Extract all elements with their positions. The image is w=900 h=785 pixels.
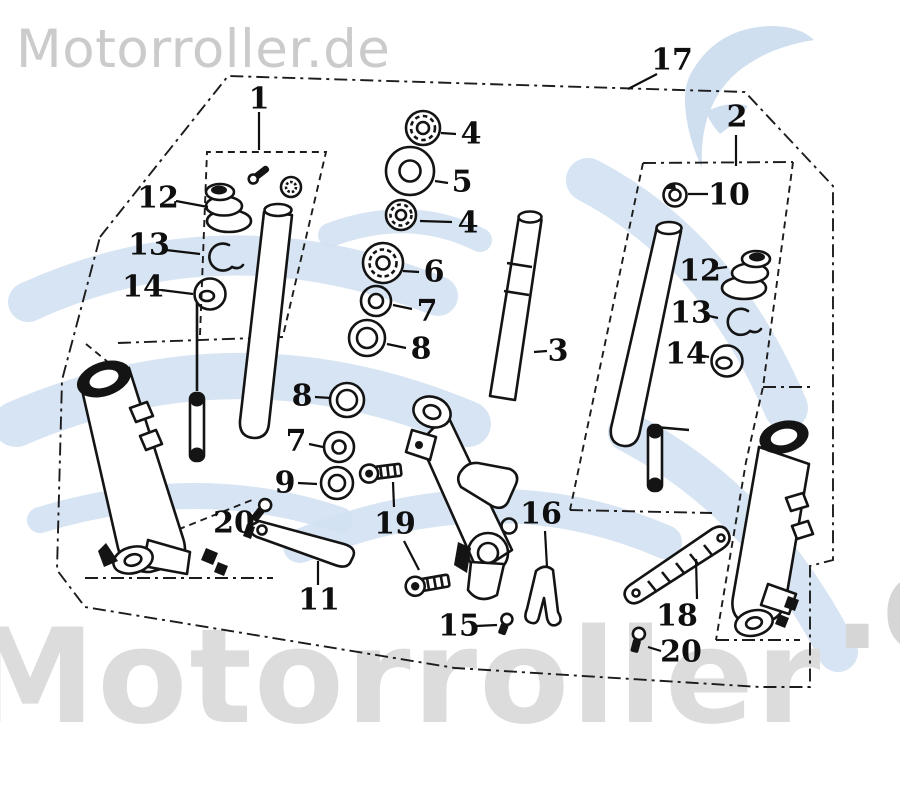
- steering-nut-top-4: [404, 109, 442, 147]
- watermark-top-text: Motorroller.de: [16, 19, 390, 80]
- part-number-label: 7: [286, 424, 307, 459]
- leader-line: [694, 558, 699, 600]
- leader-line: [475, 623, 498, 628]
- leader-line: [314, 395, 332, 400]
- screw-20-right: [630, 626, 647, 653]
- part-number-label: 4: [461, 117, 482, 152]
- leader-line: [391, 481, 396, 508]
- race-ring-9: [319, 465, 355, 501]
- part-number-label: 12: [679, 254, 721, 289]
- part-number-label: 11: [298, 583, 340, 618]
- steering-stem-3: [404, 210, 543, 601]
- watermark-right-fragment-text: .de: [833, 530, 900, 679]
- part-number-label: 16: [520, 497, 562, 532]
- leader-line: [386, 342, 407, 350]
- left-top-bolt: [247, 165, 303, 199]
- leader-line: [402, 269, 420, 274]
- part-number-label: 9: [275, 466, 296, 501]
- part-number-label: 12: [137, 181, 179, 216]
- pinch-bolt-lower-19: [404, 573, 451, 598]
- left-oil-seal-14: [193, 277, 227, 311]
- left-fork-tube: [238, 202, 294, 440]
- part-number-label: 20: [213, 506, 255, 541]
- leader-line: [533, 349, 548, 354]
- right-fork-slider: [731, 420, 815, 638]
- part-number-label: 5: [452, 165, 473, 200]
- dust-seal-upper-8: [347, 318, 387, 358]
- part-number-label: 3: [548, 334, 569, 369]
- part-number-label: 8: [411, 332, 432, 367]
- stay-rod-18: [623, 525, 731, 605]
- bearing-race-lower-7: [322, 430, 356, 464]
- watermark-bird-top-right: [684, 26, 814, 168]
- pinch-bolt-upper-19: [358, 462, 403, 484]
- screw-20-left: [251, 497, 273, 522]
- right-rebound-pin: [646, 423, 690, 493]
- leader-line: [627, 73, 658, 90]
- right-fork-tube: [609, 220, 683, 448]
- washer-5: [384, 145, 436, 197]
- leader-line: [434, 179, 449, 185]
- right-dust-boot-12: [720, 249, 772, 301]
- steering-nut-lower-4: [384, 198, 418, 232]
- ball-bearing-6: [361, 241, 405, 285]
- part-number-label: 19: [374, 507, 416, 542]
- leader-line: [704, 313, 719, 320]
- part-number-label: 15: [438, 609, 480, 644]
- leader-line: [175, 199, 209, 209]
- leader-line: [647, 645, 662, 653]
- part-number-label: 8: [292, 379, 313, 414]
- part-number-label: 18: [656, 599, 698, 634]
- left-fork-box: [199, 151, 328, 337]
- right-fork-box: [569, 161, 794, 641]
- part-number-label: 1: [249, 82, 270, 117]
- part-number-label: 7: [417, 294, 438, 329]
- part-number-label: 13: [670, 296, 712, 331]
- part-number-label: 10: [708, 178, 750, 213]
- leader-line: [392, 303, 413, 311]
- right-circlip-13: [726, 307, 763, 337]
- leader-line: [297, 481, 318, 486]
- keeper-pin-15: [498, 612, 514, 636]
- part-number-label: 17: [651, 43, 693, 78]
- leader-line: [440, 131, 457, 136]
- part-number-callouts: 1234546781213141710121314879191115161820…: [122, 43, 750, 670]
- part-number-label: 2: [727, 100, 748, 135]
- watermark-bottom-text: Motorroller: [0, 600, 822, 753]
- leader-line: [160, 288, 194, 296]
- left-circlip-13: [208, 242, 245, 272]
- right-fork-box-edges: [569, 161, 815, 641]
- cable-clamp-16: [524, 565, 562, 627]
- bearing-race-upper-7: [359, 284, 393, 318]
- bracket-11: [243, 519, 356, 568]
- top-bolt-10: [662, 182, 688, 208]
- left-rebound-pin: [188, 302, 206, 463]
- part-number-label: 14: [122, 270, 164, 305]
- dust-seal-lower-8: [328, 381, 366, 419]
- left-fork-slider: [76, 360, 228, 576]
- part-number-label: 4: [458, 206, 479, 241]
- leader-line: [419, 219, 453, 224]
- part-number-label: 14: [665, 337, 707, 372]
- leader-line: [308, 442, 324, 449]
- part-number-label: 6: [424, 255, 445, 290]
- right-oil-seal-14: [710, 344, 744, 378]
- leader-line: [403, 540, 420, 571]
- part-number-label: 13: [128, 228, 170, 263]
- left-dust-boot-12: [204, 182, 253, 234]
- leader-line: [698, 353, 710, 359]
- leader-line: [543, 530, 549, 568]
- leader-line: [165, 248, 201, 256]
- leader-line: [250, 511, 260, 519]
- outer-boundary: [56, 75, 834, 688]
- leader-line: [711, 265, 728, 271]
- part-number-label: 20: [660, 635, 702, 670]
